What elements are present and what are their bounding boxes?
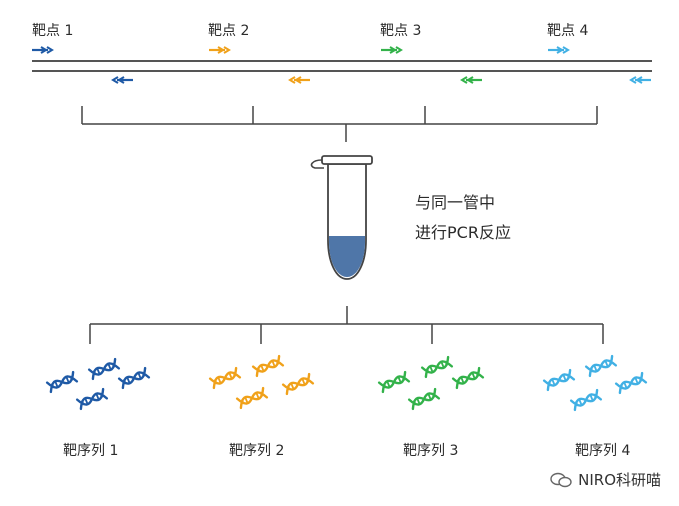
reverse-primer-1-icon [111, 75, 135, 85]
pcr-tube-icon [310, 155, 373, 280]
dna-icon [569, 388, 603, 412]
forward-primer-2-icon [207, 45, 231, 55]
sequence-label-1: 靶序列 1 [63, 443, 119, 459]
dna-icon [420, 355, 454, 379]
pcr-caption-line2: 进行PCR反应 [415, 223, 511, 242]
dna-icon [45, 370, 79, 394]
reverse-primer-2-icon [288, 75, 312, 85]
dna-icon [584, 354, 618, 378]
split-bracket [89, 306, 604, 344]
sequence-label-4: 靶序列 4 [575, 443, 631, 459]
dna-icon [407, 387, 441, 411]
dna-icon [75, 387, 109, 411]
amplicon-group-1 [45, 357, 151, 411]
amplicon-group-3 [377, 355, 485, 411]
forward-primer-1-icon [30, 45, 54, 55]
sequence-label-3: 靶序列 3 [403, 443, 459, 459]
reverse-primer-4-icon [629, 75, 653, 85]
amplicon-group-2 [208, 354, 315, 410]
dna-icon [542, 368, 576, 392]
merge-bracket [81, 106, 598, 142]
dna-icon [117, 366, 151, 390]
dna-icon [377, 370, 411, 394]
reverse-primer-3-icon [460, 75, 484, 85]
target-label-3: 靶点 3 [380, 23, 422, 39]
dna-icon [281, 372, 315, 396]
dna-icon [208, 366, 242, 390]
amplicon-group-4 [542, 354, 648, 412]
pcr-caption: 与同一管中 进行PCR反应 [415, 188, 511, 248]
target-label-1: 靶点 1 [32, 23, 74, 39]
wechat-icon [550, 472, 572, 487]
dna-icon [235, 386, 269, 410]
forward-primer-3-icon [379, 45, 403, 55]
dna-icon [87, 357, 121, 381]
target-label-2: 靶点 2 [208, 23, 250, 39]
dna-icon [451, 366, 485, 390]
dna-icon [251, 354, 285, 378]
dna-icon [614, 371, 648, 395]
sequence-label-2: 靶序列 2 [229, 443, 285, 459]
forward-primer-4-icon [546, 45, 570, 55]
watermark-text: NIRO科研喵 [578, 471, 661, 489]
pcr-caption-line1: 与同一管中 [415, 193, 496, 212]
target-label-4: 靶点 4 [547, 23, 589, 39]
watermark: NIRO科研喵 [550, 469, 661, 490]
